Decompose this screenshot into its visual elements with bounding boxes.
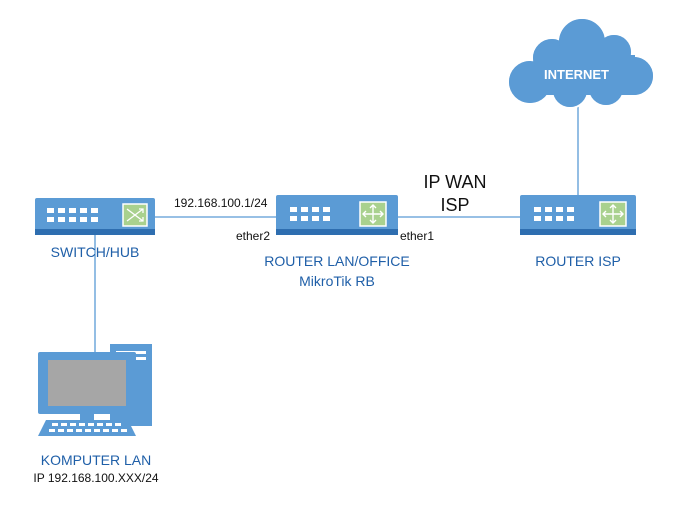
link-wan-title-line1: IP WAN bbox=[423, 172, 487, 192]
router-isp-label: ROUTER ISP bbox=[535, 253, 621, 269]
cloud-icon bbox=[507, 17, 655, 109]
computer-label-line2: IP 192.168.100.XXX/24 bbox=[33, 471, 159, 485]
computer-icon bbox=[38, 344, 152, 436]
link-wan-title-line2: ISP bbox=[440, 195, 470, 215]
ether1-port-label: ether1 bbox=[400, 229, 435, 243]
switch-icon bbox=[35, 198, 155, 235]
ether2-port-label: ether2 bbox=[236, 229, 271, 243]
internet-label: INTERNET bbox=[544, 67, 609, 82]
router-icon bbox=[520, 195, 636, 235]
router-office-label-line2: MikroTik RB bbox=[299, 273, 375, 289]
router-icon bbox=[276, 195, 398, 235]
lan-address-label: 192.168.100.1/24 bbox=[174, 196, 268, 210]
router-office-label-line1: ROUTER LAN/OFFICE bbox=[264, 253, 410, 269]
computer-label-line1: KOMPUTER LAN bbox=[40, 452, 152, 468]
switch-label: SWITCH/HUB bbox=[50, 244, 140, 260]
